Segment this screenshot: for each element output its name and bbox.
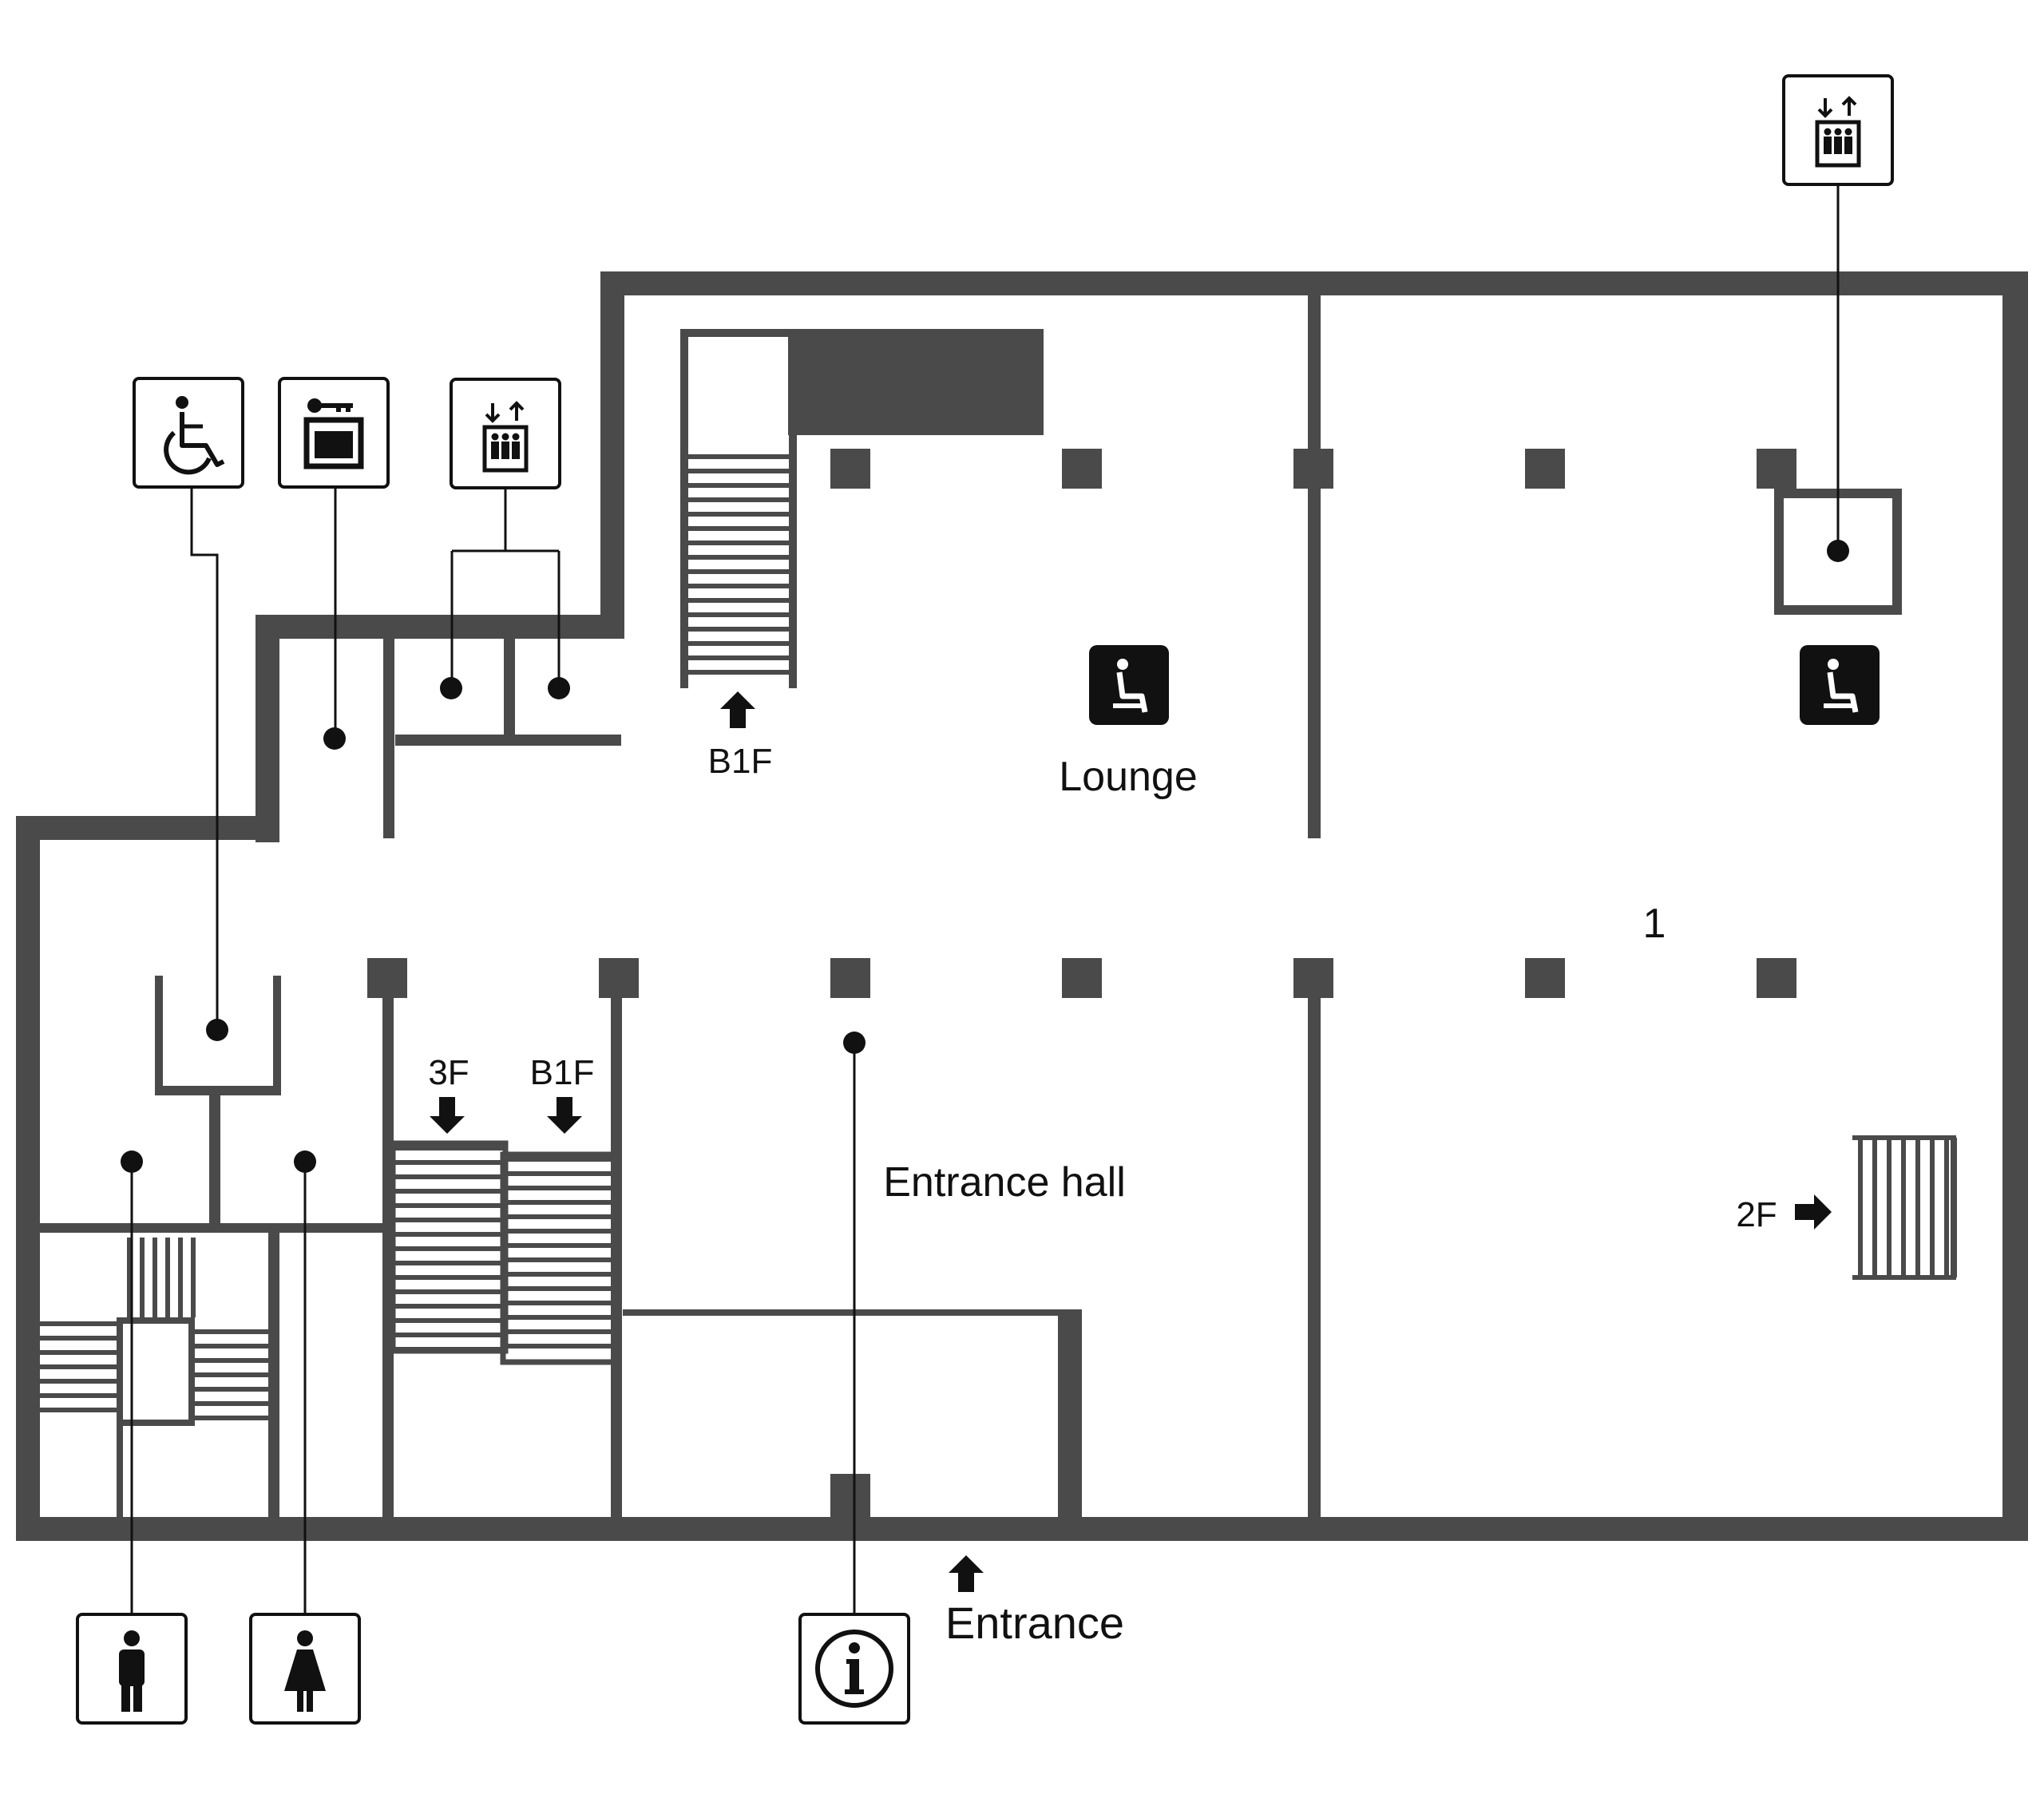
arrow-right-icon bbox=[1795, 1194, 1832, 1230]
arrow-up-icon bbox=[720, 691, 755, 728]
arrow-down-icon bbox=[547, 1097, 582, 1134]
arrow-down-icon bbox=[430, 1097, 465, 1134]
stairs-restroom-area bbox=[40, 1238, 268, 1533]
coin-locker-icon bbox=[278, 377, 390, 489]
escalator-2f bbox=[1852, 1135, 1957, 1280]
area-number-label: 1 bbox=[1643, 901, 1666, 947]
lounge-seat-icon bbox=[1800, 645, 1880, 725]
callout-dots bbox=[121, 540, 1849, 1173]
stairs-3f-label: 3F bbox=[428, 1053, 469, 1092]
arrow-up-icon bbox=[949, 1555, 984, 1592]
mens-restroom-icon bbox=[76, 1613, 188, 1725]
elevator-icon bbox=[450, 378, 561, 489]
stairs-3f-down bbox=[390, 1140, 509, 1354]
building-walls bbox=[16, 271, 2028, 1541]
lounge-seat-icon bbox=[1089, 645, 1169, 725]
callout-lines bbox=[130, 185, 1840, 1614]
wheelchair-accessible-toilet-icon bbox=[133, 377, 244, 489]
stairs-b1f-down bbox=[500, 1151, 618, 1365]
stairs-b1f-label: B1F bbox=[530, 1053, 595, 1092]
entrance-label: Entrance bbox=[945, 1598, 1124, 1648]
information-icon bbox=[798, 1613, 910, 1725]
entrance-hall-label: Entrance hall bbox=[883, 1159, 1126, 1206]
escalator-2f-label: 2F bbox=[1736, 1195, 1777, 1234]
elevator-icon bbox=[1782, 74, 1894, 186]
womens-restroom-icon bbox=[249, 1613, 361, 1725]
b1f-up-label: B1F bbox=[708, 742, 773, 781]
stairs-b1f-upper bbox=[688, 454, 790, 675]
lounge-label: Lounge bbox=[1059, 754, 1198, 800]
